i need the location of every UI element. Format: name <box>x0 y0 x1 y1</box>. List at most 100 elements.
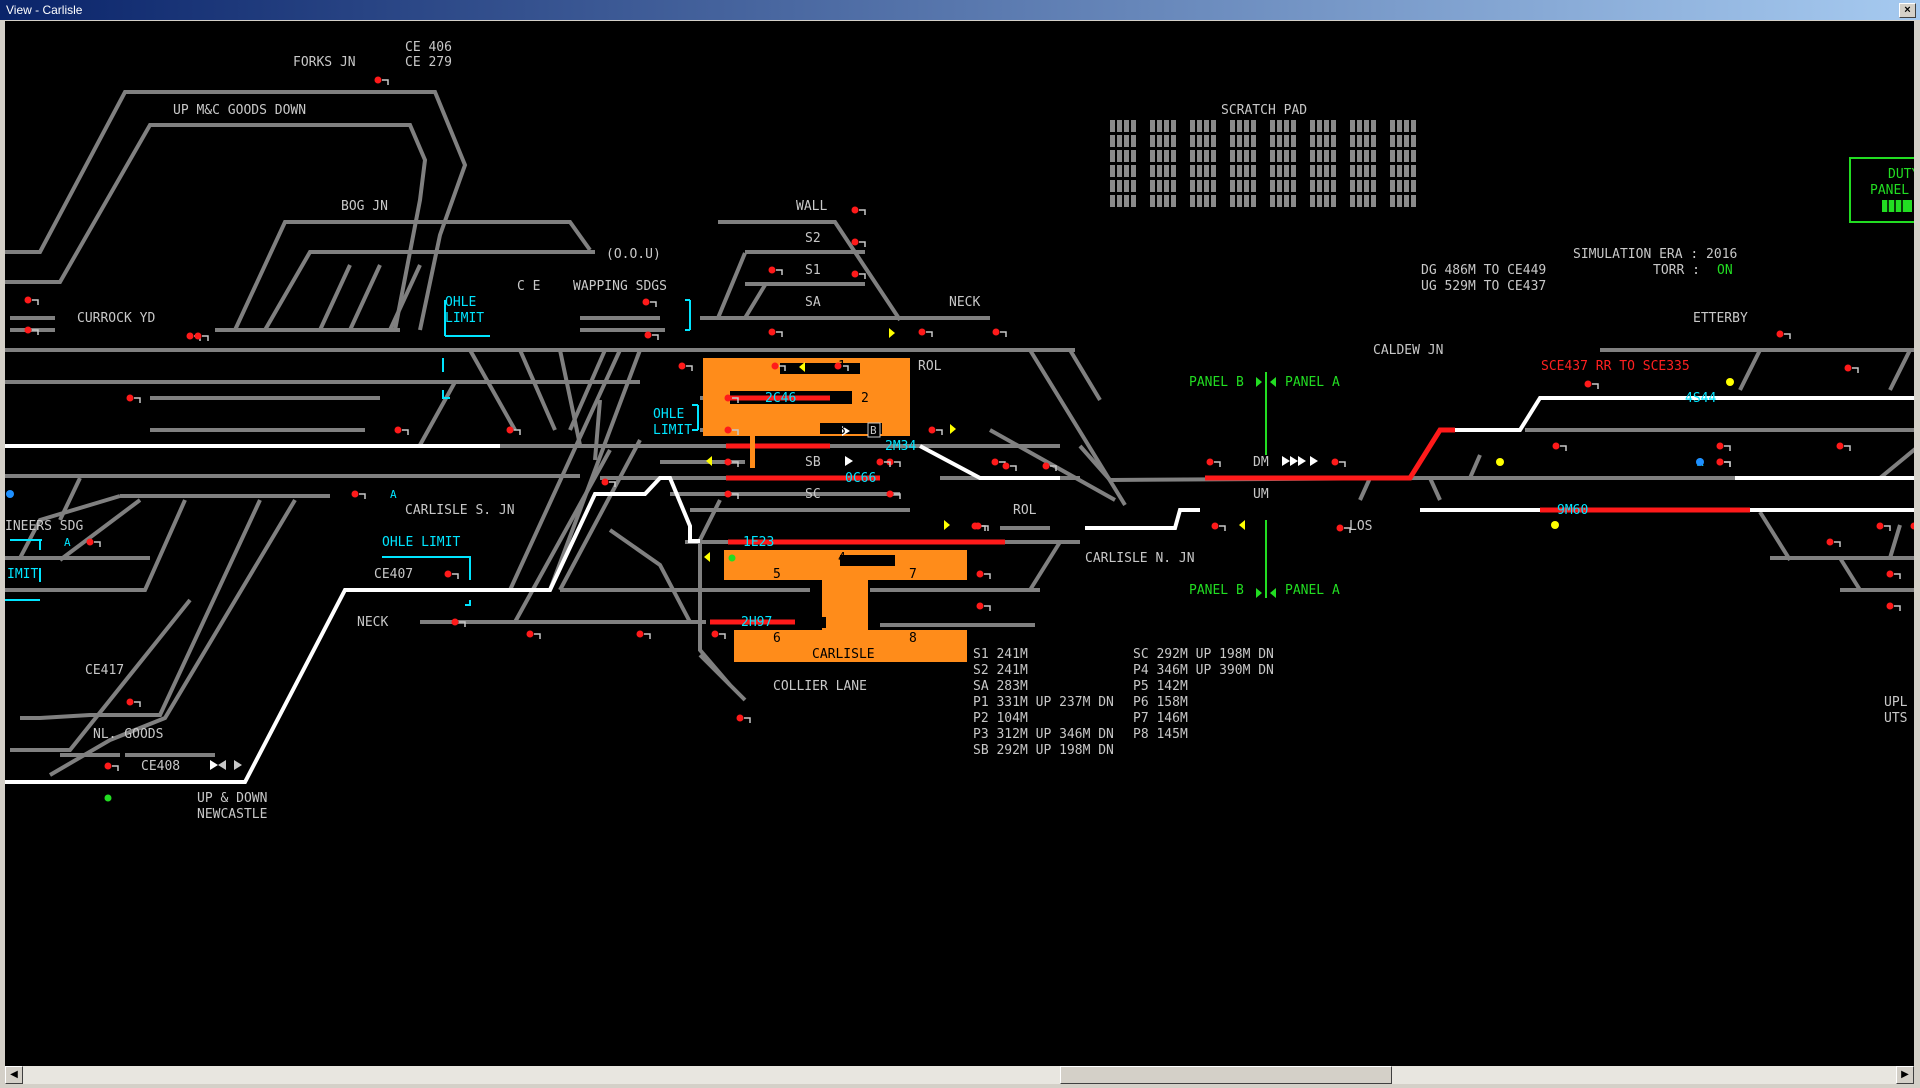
signal-head[interactable] <box>636 630 644 638</box>
scratch-pad-cell[interactable] <box>1331 165 1336 177</box>
scratch-pad-cell[interactable] <box>1310 150 1315 162</box>
scratch-pad-cell[interactable] <box>1157 195 1162 207</box>
scratch-pad-cell[interactable] <box>1251 150 1256 162</box>
scratch-pad-cell[interactable] <box>1157 135 1162 147</box>
title-bar[interactable]: View - Carlisle × <box>0 0 1920 20</box>
scratch-pad-cell[interactable] <box>1244 150 1249 162</box>
scratch-pad-cell[interactable] <box>1190 195 1195 207</box>
scratch-pad-cell[interactable] <box>1284 195 1289 207</box>
scratch-pad-cell[interactable] <box>1190 150 1195 162</box>
scratch-pad-cell[interactable] <box>1110 180 1115 192</box>
scratch-pad-cell[interactable] <box>1190 120 1195 132</box>
signal-head[interactable] <box>644 331 652 339</box>
scratch-pad-cell[interactable] <box>1397 120 1402 132</box>
scratch-pad-cell[interactable] <box>1164 150 1169 162</box>
signal-head[interactable] <box>724 458 732 466</box>
scratch-pad-cell[interactable] <box>1211 150 1216 162</box>
scratch-pad-cell[interactable] <box>1404 195 1409 207</box>
scratch-pad-cell[interactable] <box>1371 165 1376 177</box>
scratch-pad-cell[interactable] <box>1277 195 1282 207</box>
scratch-pad-cell[interactable] <box>1390 165 1395 177</box>
scratch-pad-cell[interactable] <box>1390 120 1395 132</box>
scratch-pad-cell[interactable] <box>1291 135 1296 147</box>
scratch-pad-cell[interactable] <box>1150 195 1155 207</box>
signal-head[interactable] <box>506 426 514 434</box>
signal-head[interactable] <box>834 362 842 370</box>
scratch-pad-cell[interactable] <box>1284 135 1289 147</box>
horizontal-scrollbar[interactable]: ◀ ▶ <box>5 1066 1914 1084</box>
scratch-pad-cell[interactable] <box>1390 150 1395 162</box>
signal-head[interactable] <box>126 698 134 706</box>
scratch-pad-cell[interactable] <box>1270 120 1275 132</box>
signal-head[interactable] <box>86 538 94 546</box>
signal-head[interactable] <box>186 332 194 340</box>
scratch-pad-cell[interactable] <box>1270 195 1275 207</box>
signal-head[interactable] <box>1331 458 1339 466</box>
scratch-pad-cell[interactable] <box>1270 165 1275 177</box>
scratch-pad-cell[interactable] <box>1291 180 1296 192</box>
scratch-pad-cell[interactable] <box>1131 195 1136 207</box>
scratch-pad-cell[interactable] <box>1197 150 1202 162</box>
scroll-right-button[interactable]: ▶ <box>1896 1066 1914 1084</box>
scratch-pad-cell[interactable] <box>1124 120 1129 132</box>
signal-head[interactable] <box>768 266 776 274</box>
scratch-pad-cell[interactable] <box>1171 165 1176 177</box>
signal-head[interactable] <box>1844 364 1852 372</box>
signal-head[interactable] <box>771 362 779 370</box>
scratch-pad-cell[interactable] <box>1331 180 1336 192</box>
scratch-pad-cell[interactable] <box>1411 135 1416 147</box>
signal-head[interactable] <box>374 76 382 84</box>
scratch-pad-cell[interactable] <box>1371 120 1376 132</box>
scratch-pad-cell[interactable] <box>1230 120 1235 132</box>
scratch-pad-cell[interactable] <box>1157 180 1162 192</box>
scratch-pad-cell[interactable] <box>1411 195 1416 207</box>
signal-head[interactable] <box>918 328 926 336</box>
scratch-pad-cell[interactable] <box>1131 180 1136 192</box>
scratch-pad-cell[interactable] <box>1244 195 1249 207</box>
scratch-pad-cell[interactable] <box>1251 165 1256 177</box>
scratch-pad-cell[interactable] <box>1291 165 1296 177</box>
signal-head-clear[interactable] <box>104 794 112 802</box>
scratch-pad-cell[interactable] <box>1237 150 1242 162</box>
scratch-pad-cell[interactable] <box>1117 195 1122 207</box>
scratch-pad-cell[interactable] <box>1331 135 1336 147</box>
scratch-pad-cell[interactable] <box>1277 120 1282 132</box>
scratch-pad-cell[interactable] <box>1331 120 1336 132</box>
scratch-pad-cell[interactable] <box>1331 195 1336 207</box>
scratch-pad-cell[interactable] <box>1317 165 1322 177</box>
scratch-pad-cell[interactable] <box>1371 195 1376 207</box>
signal-head[interactable] <box>974 522 982 530</box>
scratch-pad-cell[interactable] <box>1371 135 1376 147</box>
scratch-pad-cell[interactable] <box>1117 180 1122 192</box>
signal-head[interactable] <box>1826 538 1834 546</box>
scratch-pad-cell[interactable] <box>1117 120 1122 132</box>
scratch-pad-cell[interactable] <box>1404 165 1409 177</box>
scratch-pad-cell[interactable] <box>1230 165 1235 177</box>
scratch-pad-cell[interactable] <box>1277 135 1282 147</box>
scratch-pad-cell[interactable] <box>1411 165 1416 177</box>
scratch-pad-cell[interactable] <box>1317 180 1322 192</box>
scratch-pad-cell[interactable] <box>1277 150 1282 162</box>
signal-head[interactable] <box>1910 522 1915 530</box>
scratch-pad-cell[interactable] <box>1411 180 1416 192</box>
scratch-pad-cell[interactable] <box>1131 120 1136 132</box>
signal-head[interactable] <box>724 394 732 402</box>
scratch-pad-cell[interactable] <box>1157 120 1162 132</box>
scratch-pad-cell[interactable] <box>1251 195 1256 207</box>
scratch-pad-cell[interactable] <box>1190 165 1195 177</box>
scratch-pad-cell[interactable] <box>1324 135 1329 147</box>
scratch-pad-cell[interactable] <box>1150 180 1155 192</box>
scratch-pad-cell[interactable] <box>1197 135 1202 147</box>
scratch-pad-cell[interactable] <box>1364 165 1369 177</box>
scratch-pad-cell[interactable] <box>1364 120 1369 132</box>
signal-head[interactable] <box>768 328 776 336</box>
signal-head[interactable] <box>1211 522 1219 530</box>
scratch-pad-cell[interactable] <box>1150 150 1155 162</box>
signal-head[interactable] <box>724 426 732 434</box>
signal-head[interactable] <box>444 570 452 578</box>
scratch-pad-cell[interactable] <box>1310 165 1315 177</box>
scratch-pad-grid[interactable] <box>1110 120 1416 207</box>
signal-head[interactable] <box>351 490 359 498</box>
scratch-pad-cell[interactable] <box>1364 135 1369 147</box>
scratch-pad-cell[interactable] <box>1244 165 1249 177</box>
